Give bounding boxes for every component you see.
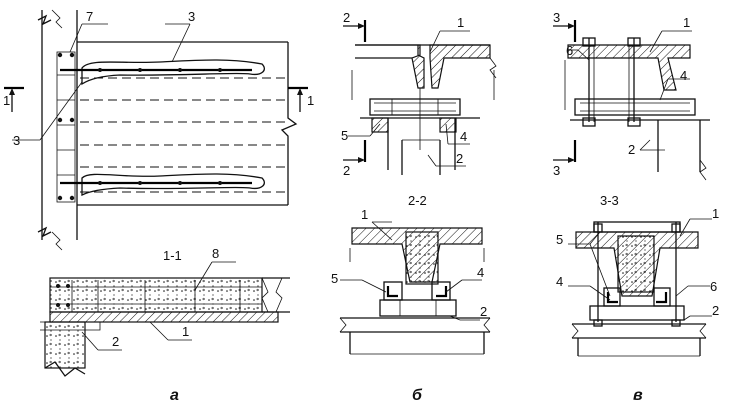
section-label-2: 2: [712, 303, 719, 318]
section-label-2: 2: [480, 304, 487, 319]
label-4: 4: [460, 129, 467, 144]
panel-b-elevation: [343, 20, 497, 175]
section-3-bottom: 3: [553, 163, 560, 178]
label-2: 2: [628, 142, 635, 157]
section-title-2-2: 2-2: [408, 193, 427, 208]
section-title-3-3: 3-3: [600, 193, 619, 208]
section-2-top: 2: [343, 10, 350, 25]
panel-a-plan: [4, 9, 308, 251]
section-label-5: 5: [331, 271, 338, 286]
label-1: 1: [457, 15, 464, 30]
label-3-left: 3: [13, 133, 20, 148]
section-1-right: 1: [307, 93, 314, 108]
label-6: 6: [566, 43, 573, 58]
caption-a: а: [170, 387, 179, 404]
label-1-bottom: 1: [182, 324, 189, 339]
caption-b: б: [412, 387, 423, 404]
section-label-6: 6: [710, 279, 717, 294]
label-7: 7: [86, 9, 93, 24]
section-label-5: 5: [556, 232, 563, 247]
section-label-4: 4: [556, 274, 563, 289]
label-2: 2: [112, 334, 119, 349]
label-3-top: 3: [188, 9, 195, 24]
section-3-top: 3: [553, 10, 560, 25]
section-1-left: 1: [3, 93, 10, 108]
panel-b-section: [339, 221, 491, 355]
section-title-1-1: 1-1: [163, 248, 182, 263]
label-4: 4: [680, 68, 687, 83]
section-label-4: 4: [477, 265, 484, 280]
section-label-1: 1: [712, 206, 719, 221]
label-8: 8: [212, 246, 219, 261]
panel-c-section: [568, 218, 712, 357]
panel-c-elevation: [553, 20, 710, 181]
label-5: 5: [341, 128, 348, 143]
section-2-bottom: 2: [343, 163, 350, 178]
caption-c: в: [633, 387, 643, 404]
section-label-1: 1: [361, 207, 368, 222]
panel-a-section: [40, 261, 290, 377]
label-2: 2: [456, 151, 463, 166]
label-1: 1: [683, 15, 690, 30]
